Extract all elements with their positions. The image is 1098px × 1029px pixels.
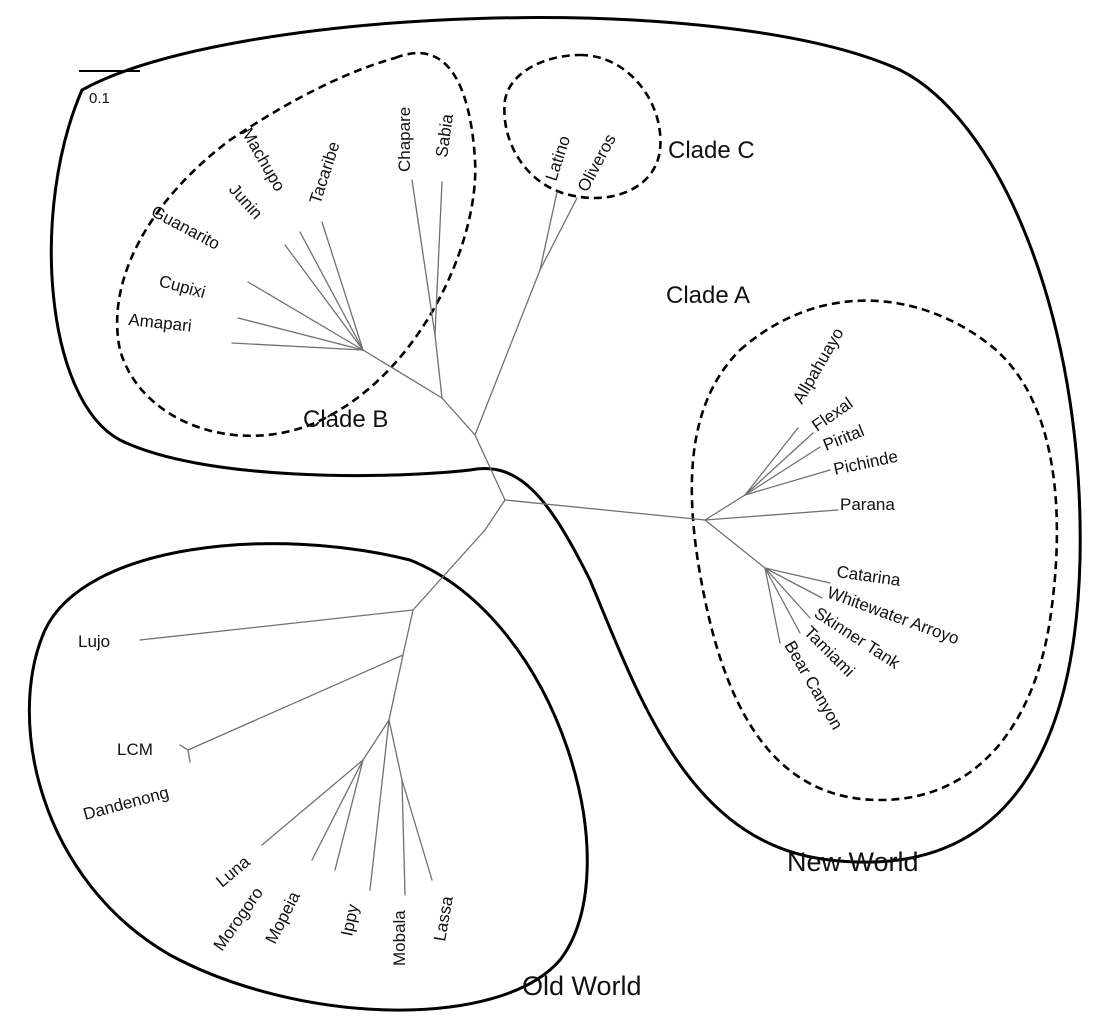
- branch: [744, 432, 814, 496]
- taxon-label: Mobala: [390, 910, 409, 966]
- new-world-label: New World: [787, 847, 919, 877]
- branch: [744, 469, 831, 496]
- taxon-label: Allpahuayo: [789, 325, 848, 407]
- branch: [187, 654, 404, 751]
- branch: [504, 499, 706, 521]
- branch: [261, 759, 364, 846]
- branch: [764, 567, 781, 644]
- taxon-label: Dandenong: [81, 783, 171, 824]
- branch: [401, 779, 406, 896]
- taxon-label: Cupixi: [157, 272, 208, 303]
- taxon-label: Catarina: [835, 562, 902, 590]
- clade-c-label: Clade C: [668, 137, 755, 164]
- branch: [179, 744, 189, 751]
- clade-c-outline: [503, 53, 662, 200]
- branch: [539, 197, 578, 271]
- old-world-label: Old World: [522, 971, 642, 1001]
- branch: [388, 499, 506, 721]
- taxon-label: Guanarito: [148, 202, 223, 254]
- taxon-label: Latino: [542, 133, 574, 183]
- branch: [187, 749, 191, 763]
- branch: [704, 494, 746, 521]
- branch: [362, 719, 390, 761]
- taxon-label: Luna: [212, 852, 254, 891]
- taxon-label: Mopeia: [262, 888, 304, 947]
- branch: [231, 342, 364, 351]
- branch: [764, 567, 801, 634]
- branch: [744, 427, 799, 496]
- branch: [388, 719, 403, 781]
- taxon-label: Amapari: [128, 310, 193, 336]
- taxon-label: Chapare: [395, 107, 414, 172]
- branch: [139, 609, 414, 641]
- taxon-label: Lujo: [78, 632, 110, 651]
- branch: [321, 221, 364, 351]
- scale-bar-label: 0.1: [89, 90, 110, 107]
- branch: [434, 334, 443, 399]
- branch: [744, 446, 821, 496]
- taxon-label: Oliveros: [574, 131, 620, 195]
- branch: [411, 179, 436, 336]
- branch: [299, 231, 364, 351]
- branch: [434, 181, 443, 336]
- taxon-label: Pichinde: [832, 447, 900, 479]
- taxon-label: Morogoro: [210, 884, 267, 955]
- branch: [369, 719, 390, 891]
- branch: [401, 779, 433, 881]
- taxon-label: Junin: [225, 180, 266, 223]
- branch: [539, 191, 558, 271]
- branch: [237, 317, 364, 351]
- branch: [704, 509, 839, 521]
- branch: [247, 281, 364, 351]
- clade-b-label: Clade B: [303, 406, 388, 433]
- branch: [704, 519, 766, 569]
- branch: [362, 349, 443, 399]
- taxon-label: Lassa: [430, 894, 457, 943]
- branch: [764, 567, 823, 599]
- branch: [284, 244, 364, 351]
- tree-branches: [139, 179, 839, 896]
- branch: [474, 269, 541, 436]
- taxon-label: Ippy: [337, 902, 362, 938]
- branch: [764, 567, 811, 619]
- taxon-label: Sabia: [432, 112, 457, 158]
- branch: [441, 397, 506, 501]
- clade-a-label: Clade A: [666, 282, 750, 309]
- branch: [764, 567, 831, 584]
- branch: [334, 759, 364, 871]
- clade-a-outline: [690, 299, 1059, 802]
- clade-b-outline: [115, 51, 477, 438]
- taxon-label: Parana: [840, 495, 895, 514]
- new-world-outline: [49, 16, 1082, 864]
- old-world-outline: [27, 542, 589, 1012]
- branch: [311, 759, 364, 861]
- taxon-label: LCM: [117, 740, 153, 759]
- taxon-label: Machupo: [238, 125, 289, 195]
- taxon-label: Tacaribe: [306, 139, 344, 206]
